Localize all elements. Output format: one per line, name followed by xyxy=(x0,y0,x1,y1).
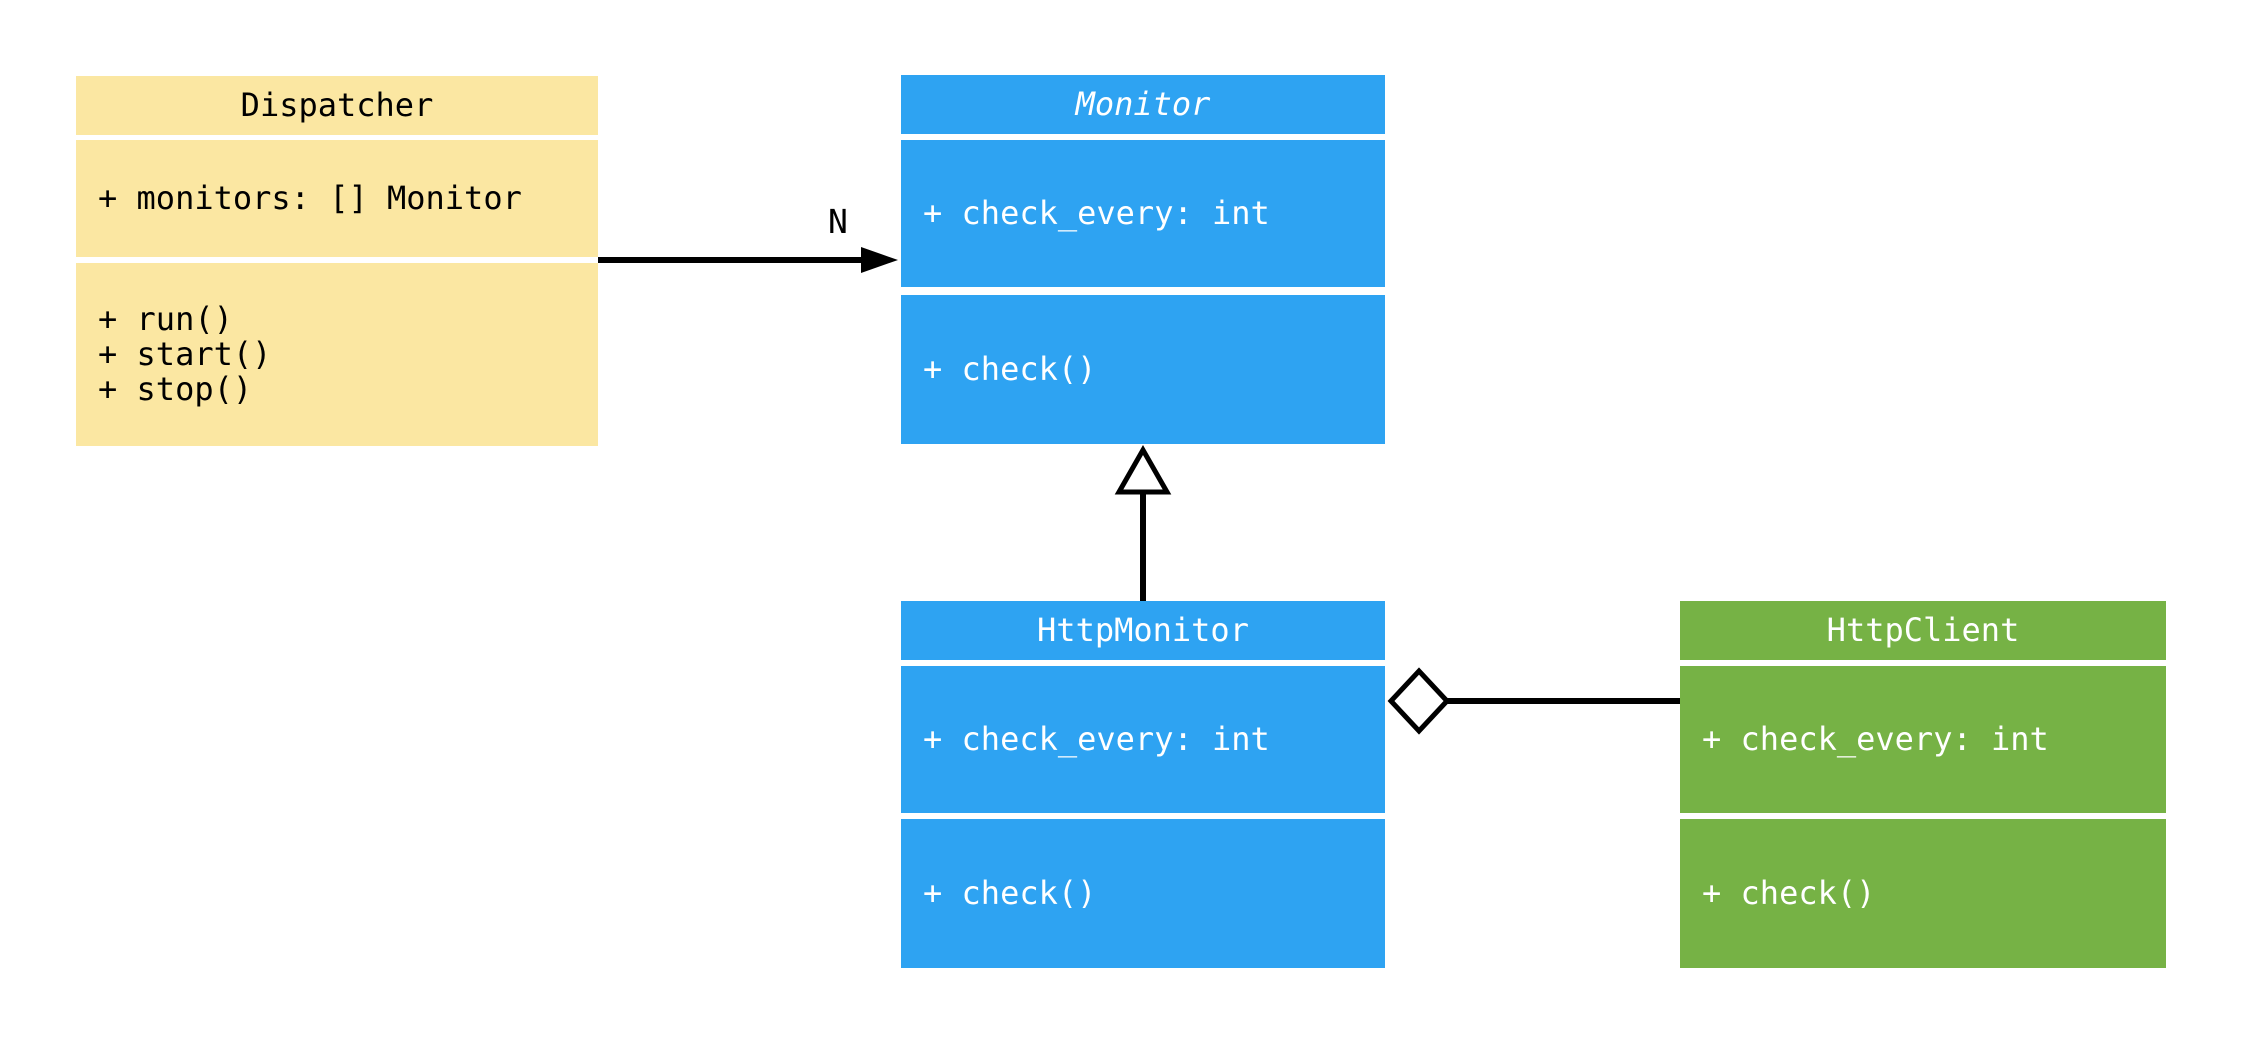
method-line: + run() xyxy=(98,300,233,338)
class-dispatcher-attributes: + monitors: [] Monitor xyxy=(76,140,598,257)
class-monitor-methods: + check() xyxy=(901,295,1385,444)
class-httpclient-attributes: + check_every: int xyxy=(1680,666,2166,813)
class-httpmonitor-attributes: + check_every: int xyxy=(901,666,1385,813)
class-monitor: Monitor + check_every: int + check() xyxy=(901,75,1385,444)
aggregation-httpmonitor-to-httpclient xyxy=(1387,667,1680,735)
class-httpmonitor: HttpMonitor + check_every: int + check() xyxy=(901,601,1385,968)
class-httpclient-methods: + check() xyxy=(1680,819,2166,968)
aggregation-diamond-icon xyxy=(1387,667,1451,735)
class-httpmonitor-title: HttpMonitor xyxy=(901,601,1385,660)
method-line: + check() xyxy=(923,874,1097,912)
class-monitor-title: Monitor xyxy=(901,75,1385,134)
class-httpclient: HttpClient + check_every: int + check() xyxy=(1680,601,2166,968)
attribute-line: + check_every: int xyxy=(923,720,1270,758)
inheritance-httpmonitor-to-monitor xyxy=(1114,444,1172,601)
inheritance-triangle-icon xyxy=(1114,444,1172,495)
attribute-line: + check_every: int xyxy=(923,194,1270,232)
association-arrowhead-icon xyxy=(861,247,898,273)
class-httpmonitor-methods: + check() xyxy=(901,819,1385,968)
class-dispatcher: Dispatcher + monitors: [] Monitor + run(… xyxy=(76,76,598,446)
attribute-line: + check_every: int xyxy=(1702,720,2049,758)
class-dispatcher-methods: + run() + start() + stop() xyxy=(76,263,598,446)
association-dispatcher-to-monitor xyxy=(598,247,898,273)
attribute-line: + monitors: [] Monitor xyxy=(98,179,522,217)
method-line: + start() xyxy=(98,335,272,373)
method-line: + check() xyxy=(1702,874,1876,912)
method-line: + stop() xyxy=(98,370,253,408)
method-line: + check() xyxy=(923,350,1097,388)
class-dispatcher-title: Dispatcher xyxy=(76,76,598,135)
association-multiplicity-label: N xyxy=(828,202,848,241)
class-monitor-attributes: + check_every: int xyxy=(901,140,1385,287)
class-httpclient-title: HttpClient xyxy=(1680,601,2166,660)
